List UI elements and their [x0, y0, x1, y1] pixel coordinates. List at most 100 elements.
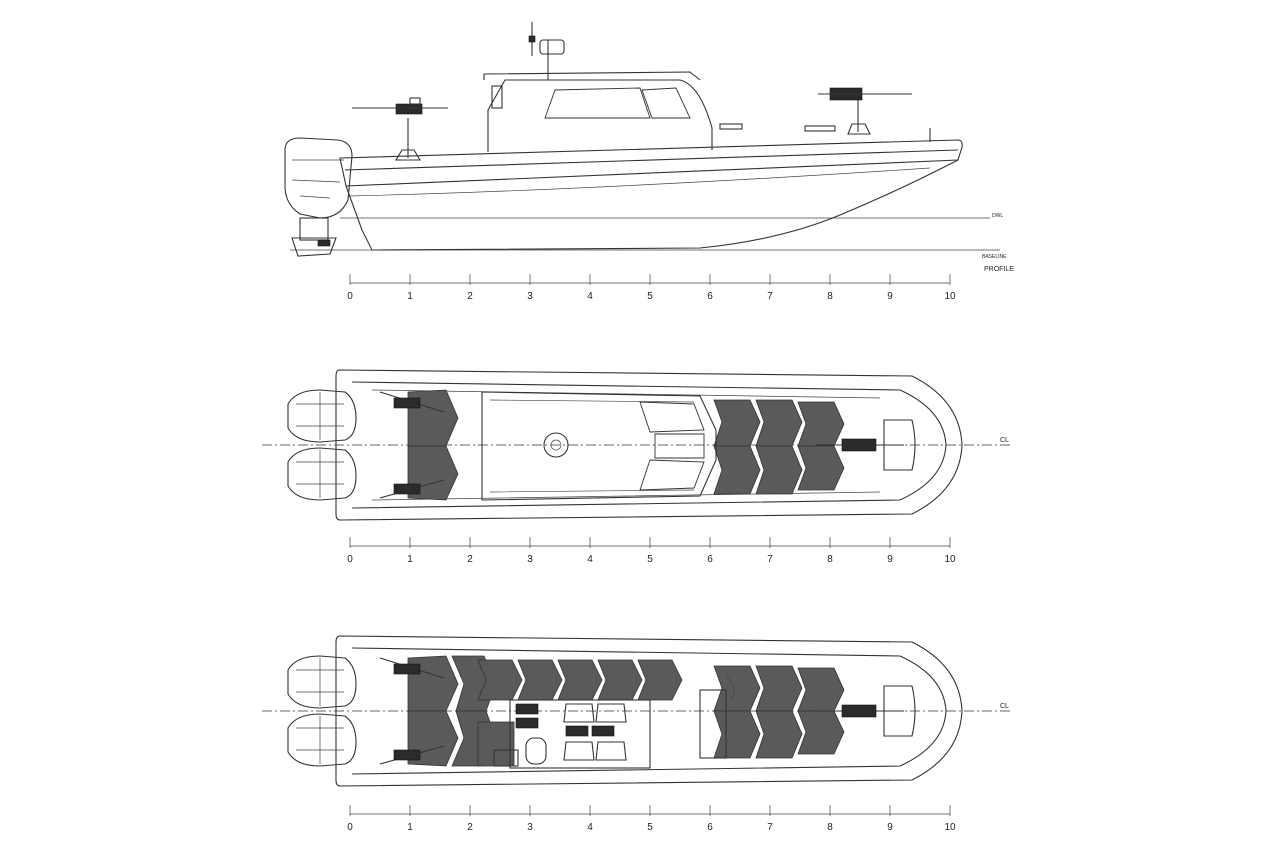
- deck-hatch-2: [804, 125, 836, 132]
- deck-pad-fwd-1b: [713, 445, 761, 495]
- cabin-pad-4: [597, 659, 643, 701]
- deck-pad-fwd-1a: [713, 399, 761, 447]
- scale-tick-label: 7: [767, 554, 773, 565]
- scale-tick-label: 5: [647, 822, 653, 833]
- scale-tick-label: 2: [467, 554, 473, 565]
- scale-tick-label: 0: [347, 291, 353, 302]
- crew-seat-3: [563, 741, 595, 761]
- deck-pad-int-fwd-2a: [755, 665, 803, 712]
- chine-line: [349, 167, 931, 197]
- inner-sheer-1: [351, 381, 947, 509]
- cabin-roof: [481, 391, 717, 501]
- scale-tick-label: 10: [944, 822, 956, 833]
- scale-tick-label: 5: [647, 291, 653, 302]
- scale-tick-label: 9: [887, 291, 893, 302]
- scale-tick-label: 8: [827, 291, 833, 302]
- cabin-pad-2: [517, 659, 563, 701]
- fwd-gun-mount: [818, 87, 912, 135]
- aft-gun-mount: [352, 97, 448, 161]
- scale-tick-label: 10: [944, 554, 956, 565]
- deck-pad-fwd-2b: [755, 445, 803, 495]
- fwd-gun-1: [816, 438, 904, 452]
- deck-pad-int-aft-1: [407, 655, 459, 712]
- bow-locker-2: [883, 685, 916, 737]
- aft-guns-2: [379, 657, 445, 765]
- outboard-engines-1: [287, 389, 357, 501]
- scale-tick-label: 5: [647, 554, 653, 565]
- cabin-interior: [509, 699, 651, 769]
- door-swing: [725, 675, 735, 701]
- scale-tick-label: 1: [407, 291, 413, 302]
- scale-tick-label: 9: [887, 554, 893, 565]
- deck-pad-fwd-2a: [755, 399, 803, 447]
- fwd-gun-2: [816, 704, 904, 718]
- deck-hatch-1: [719, 123, 743, 130]
- seat-block-1: [515, 703, 539, 715]
- hull-profile: [339, 139, 963, 251]
- wheelhouse-roof: [483, 71, 701, 81]
- deck-pad-int-fwd-2b: [755, 710, 803, 759]
- crew-seat-1: [563, 703, 595, 723]
- centerline-label-1: CL: [1000, 437, 1009, 444]
- outboard-engines-2: [287, 655, 357, 767]
- scale-tick-label: 3: [527, 554, 533, 565]
- scale-tick-label: 7: [767, 822, 773, 833]
- baseline-label: BASELINE: [982, 254, 1007, 260]
- hull-outline-1: [335, 369, 963, 521]
- antenna-base: [528, 35, 536, 43]
- scale-tick-label: 7: [767, 291, 773, 302]
- windshield-center: [654, 433, 705, 459]
- seat-block-3: [565, 725, 589, 737]
- seat-block-2: [515, 717, 539, 729]
- deck-pad-int-fwd-3b: [797, 710, 845, 755]
- wheelhouse: [487, 79, 713, 152]
- rub-rail-1: [371, 389, 881, 501]
- side-window: [544, 87, 651, 119]
- scale-tick-label: 6: [707, 554, 713, 565]
- scale-tick-label: 1: [407, 822, 413, 833]
- scale-tick-label: 6: [707, 291, 713, 302]
- crew-seat-4: [595, 741, 627, 761]
- deck-pad-fwd-3a: [797, 401, 845, 447]
- hull-fender: [344, 149, 959, 187]
- deck-plan-view: CL: [262, 369, 1012, 521]
- scale-tick-label: 8: [827, 554, 833, 565]
- cabin-pad-6: [477, 721, 515, 767]
- bow-locker-1: [883, 419, 916, 471]
- scale-tick-label: 0: [347, 822, 353, 833]
- scale-tick-label: 9: [887, 822, 893, 833]
- front-window: [641, 87, 691, 119]
- crew-seat-2: [595, 703, 627, 723]
- aft-guns-1: [379, 391, 445, 499]
- outboard-engine-profile: [284, 137, 353, 257]
- seat-block-4: [591, 725, 615, 737]
- scale-tick-label: 2: [467, 291, 473, 302]
- scale-tick-label: 4: [587, 822, 593, 833]
- scale-tick-label: 3: [527, 822, 533, 833]
- scale-tick-label: 6: [707, 822, 713, 833]
- interior-plan-view: CL: [262, 635, 1012, 787]
- cabin-pad-5: [637, 659, 683, 701]
- deck-pad-int-fwd-1a: [713, 665, 761, 712]
- scale-tick-label: 2: [467, 822, 473, 833]
- profile-view: DWL BASELINE PROFILE: [284, 22, 1014, 273]
- cabin-pad-3: [557, 659, 603, 701]
- scale-tick-label: 3: [527, 291, 533, 302]
- cabin-roof-edge: [489, 399, 695, 493]
- inner-sheer-2: [351, 647, 947, 775]
- transom-line: [361, 229, 373, 251]
- centerline-label-2: CL: [1000, 703, 1009, 710]
- scale-tick-label: 4: [587, 554, 593, 565]
- windshield-stbd: [639, 459, 705, 491]
- radar-dome-plan: [543, 432, 569, 458]
- galley-unit: [493, 749, 519, 767]
- scale-tick-label: 10: [944, 291, 956, 302]
- profile-title: PROFILE: [984, 266, 1014, 273]
- deck-pad-int-fwd-3a: [797, 667, 845, 712]
- scale-tick-label: 0: [347, 554, 353, 565]
